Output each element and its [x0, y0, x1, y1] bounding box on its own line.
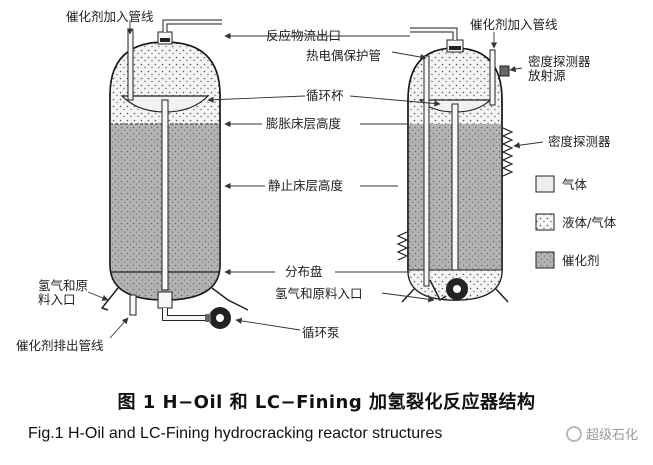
label-left-catalyst-in: 催化剂加入管线 [66, 9, 154, 24]
legend [535, 175, 555, 269]
watermark-text: 超级石化 [586, 428, 639, 443]
legend-swatch-liquid-gas [535, 213, 555, 231]
watermark-logo-icon [566, 425, 582, 442]
label-right-catalyst-in: 催化剂加入管线 [470, 17, 558, 32]
label-density-source: 密度探测器放射源 [528, 54, 591, 83]
legend-swatch-catalyst [535, 251, 555, 269]
legend-label-liquid-gas: 液体/气体 [562, 215, 617, 230]
label-density-detector: 密度探测器 [548, 134, 611, 149]
label-product-outlet: 反应物流出口 [266, 28, 342, 43]
callout-lines [87, 20, 544, 339]
label-catalyst-out: 催化剂排出管线 [16, 338, 104, 353]
right-pump-icon [446, 278, 468, 300]
label-thermo-well: 热电偶保护管 [306, 48, 382, 63]
legend-swatch-gas [535, 175, 555, 193]
left-downcomer [161, 99, 169, 291]
watermark: 超级石化 [566, 424, 638, 443]
left-reactor [100, 19, 249, 329]
left-catalyst-pipe [127, 29, 134, 101]
label-expanded-bed: 膨胀床层高度 [266, 116, 342, 131]
right-reactor [396, 27, 514, 303]
legend-label-catalyst: 催化剂 [562, 253, 600, 268]
density-detector-coil [501, 127, 514, 177]
label-static-bed: 静止床层高度 [268, 178, 344, 193]
label-h2-feed-left: 氢气和原料入口 [38, 278, 89, 307]
label-distributor: 分布盘 [285, 264, 323, 279]
caption-english: Fig.1 H-Oil and LC-Fining hydrocracking … [28, 425, 443, 442]
label-h2-feed-center: 氢气和原料入口 [275, 286, 363, 301]
caption-chinese: 图 1 H−Oil 和 LC−Fining 加氢裂化反应器结构 [117, 392, 536, 413]
legend-label-gas: 气体 [562, 177, 588, 192]
label-recycle-cup: 循环杯 [306, 88, 344, 103]
recycle-pump-icon [205, 307, 231, 329]
label-recycle-pump: 循环泵 [302, 325, 340, 340]
